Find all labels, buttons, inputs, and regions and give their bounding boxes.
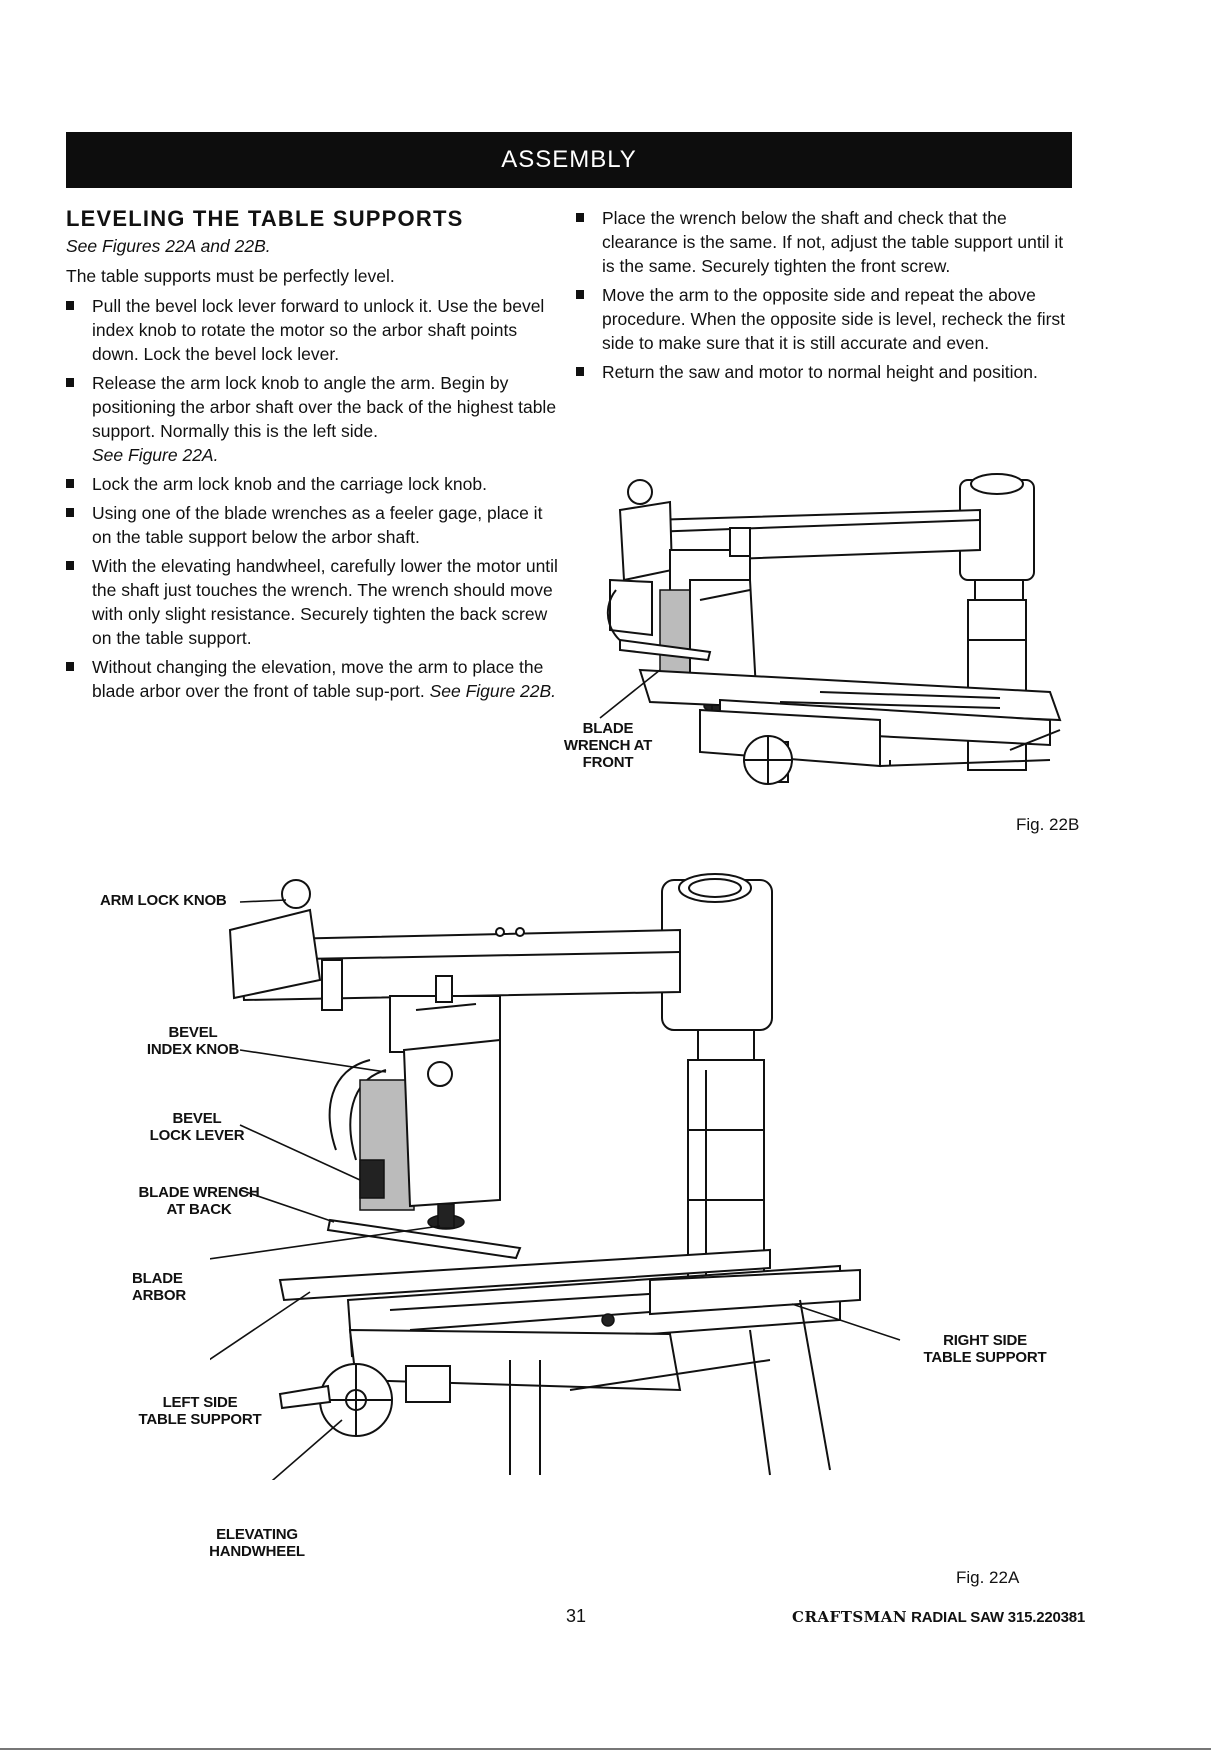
figure-22a-illustration (210, 873, 901, 1480)
craftsman-logo: CRAFTSMAN (792, 1608, 908, 1626)
left-text-column: LEVELING THE TABLE SUPPORTS See Figures … (66, 206, 558, 708)
label-left-side-table-support: LEFT SIDE TABLE SUPPORT (138, 1394, 262, 1428)
bullet-square-icon (66, 561, 74, 570)
label-blade-wrench-at-front: BLADE WRENCH AT FRONT (563, 720, 653, 771)
figure-22b-illustration (599, 473, 1062, 785)
right-text-column: Place the wrench below the shaft and che… (576, 206, 1066, 389)
see-figures-ref: See Figures 22A and 22B. (66, 236, 271, 256)
list-item: Return the saw and motor to normal heigh… (576, 360, 1066, 384)
list-item: Pull the bevel lock lever forward to unl… (66, 294, 558, 366)
label-right-side-table-support: RIGHT SIDE TABLE SUPPORT (923, 1332, 1047, 1366)
figure-22b-caption: Fig. 22B (1016, 815, 1080, 834)
label-arm-lock-knob: ARM LOCK KNOB (100, 892, 227, 909)
list-item: Without changing the elevation, move the… (66, 655, 558, 703)
list-item: With the elevating handwheel, carefully … (66, 554, 558, 650)
figure-22a-caption: Fig. 22A (956, 1568, 1020, 1587)
intro-text: The table supports must be perfectly lev… (66, 266, 395, 286)
left-bullet-list: Pull the bevel lock lever forward to unl… (66, 294, 558, 703)
list-item: Release the arm lock knob to angle the a… (66, 371, 558, 467)
bottom-divider (0, 1748, 1211, 1750)
list-item: Place the wrench below the shaft and che… (576, 206, 1066, 278)
right-bullet-list: Place the wrench below the shaft and che… (576, 206, 1066, 384)
bullet-square-icon (66, 378, 74, 387)
footer-brand: CRAFTSMAN RADIAL SAW 315.220381 (792, 1608, 1085, 1626)
figure-ref: See Figure 22B. (429, 681, 557, 701)
list-item: Lock the arm lock knob and the carriage … (66, 472, 558, 496)
figure-ref: See Figure 22A. (92, 445, 219, 465)
section-title: LEVELING THE TABLE SUPPORTS (66, 206, 464, 231)
label-bevel-lock-lever: BEVEL LOCK LEVER (149, 1110, 245, 1144)
bullet-square-icon (66, 479, 74, 488)
list-item: Using one of the blade wrenches as a fee… (66, 501, 558, 549)
label-blade-wrench-at-back: BLADE WRENCH AT BACK (138, 1184, 260, 1218)
list-item: Move the arm to the opposite side and re… (576, 283, 1066, 355)
label-blade-arbor: BLADE ARBOR (132, 1270, 186, 1304)
bullet-square-icon (576, 367, 584, 376)
model-number: RADIAL SAW 315.220381 (911, 1609, 1086, 1626)
bullet-square-icon (576, 290, 584, 299)
bullet-square-icon (66, 662, 74, 671)
section-header-bar: ASSEMBLY (66, 132, 1072, 188)
header-title: ASSEMBLY (501, 146, 637, 173)
bullet-square-icon (66, 301, 74, 310)
label-bevel-index-knob: BEVEL INDEX KNOB (146, 1024, 240, 1058)
bullet-square-icon (576, 213, 584, 222)
bullet-square-icon (66, 508, 74, 517)
page-number: 31 (566, 1606, 587, 1626)
label-elevating-handwheel: ELEVATING HANDWHEEL (209, 1526, 305, 1560)
